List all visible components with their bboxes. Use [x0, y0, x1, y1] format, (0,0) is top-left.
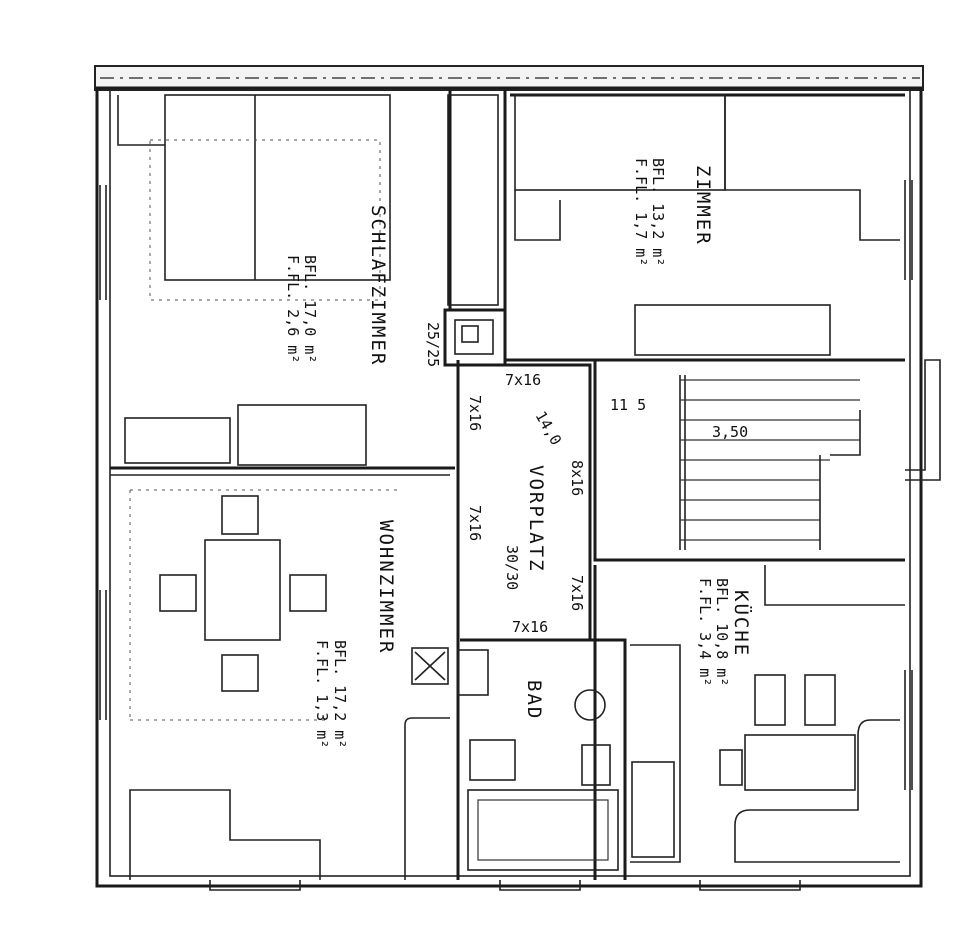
room-name: BAD: [523, 680, 545, 720]
room-bad: BAD: [523, 680, 545, 720]
stove-wohnzimmer: [411, 647, 449, 685]
wardrobe-schlafzimmer: [237, 404, 367, 466]
chimney-size: 25/25: [424, 322, 442, 367]
door-size: 8x16: [568, 460, 586, 496]
bed-schlafzimmer: [117, 94, 391, 301]
exterior-walls: [95, 86, 923, 888]
room-area-ffl: F.FL. 1,7 m²: [632, 158, 650, 266]
room-name: VORPLATZ: [525, 465, 547, 573]
door-size: 7x16: [466, 505, 484, 541]
room-area-ffl: F.FL. 1,3 m²: [313, 640, 331, 748]
room-area-bfl: BFL. 13,2 m²: [649, 158, 667, 266]
door-size: 7x16: [505, 371, 541, 389]
sideboard: [404, 717, 450, 880]
room-name: KÜCHE: [730, 590, 753, 657]
kitchen-fixtures: [631, 565, 905, 863]
room-size: 30/30: [503, 545, 521, 590]
door-size: 7x16: [512, 618, 548, 636]
room-vorplatz: VORPLATZ 30/30: [503, 465, 547, 590]
room-area-bfl: BFL. 17,2 m²: [331, 640, 349, 748]
room-name: WOHNZIMMER: [375, 520, 397, 654]
staircase: [679, 375, 861, 550]
sofa: [129, 789, 321, 880]
stair-width: 3,50: [712, 423, 748, 441]
room-kueche: KÜCHE BFL. 10,8 m² F.FL. 3,4 m²: [696, 578, 753, 686]
closet-hall: [447, 94, 499, 306]
windows: [99, 180, 941, 891]
room-area-bfl: BFL. 17,0 m²: [301, 255, 319, 363]
room-schlafzimmer: SCHLAFZIMMER BFL. 17,0 m² F.FL. 2,6 m²: [284, 205, 389, 366]
dining-set: [129, 489, 400, 721]
room-zimmer: ZIMMER BFL. 13,2 m² F.FL. 1,7 m²: [632, 158, 714, 266]
inner-wall-line: [109, 89, 911, 877]
exterior-wall-top: [94, 65, 924, 91]
room-wohnzimmer: WOHNZIMMER BFL. 17,2 m² F.FL. 1,3 m²: [313, 520, 397, 748]
beds-zimmer: [514, 94, 900, 356]
room-area-ffl: F.FL. 2,6 m²: [284, 255, 302, 363]
room-area-bfl: BFL. 10,8 m²: [713, 578, 731, 686]
dresser: [124, 417, 231, 464]
bathroom-fixtures: [457, 649, 619, 871]
room-area-ffl: F.FL. 3,4 m²: [696, 578, 714, 686]
room-name: ZIMMER: [692, 165, 714, 246]
vorplatz-length: 14,0: [532, 408, 566, 448]
door-size: 7x16: [466, 395, 484, 431]
room-name: SCHLAFZIMMER: [367, 205, 389, 366]
interior-walls: [110, 90, 905, 880]
stair-note: 11 5: [610, 396, 646, 414]
door-size: 7x16: [568, 575, 586, 611]
